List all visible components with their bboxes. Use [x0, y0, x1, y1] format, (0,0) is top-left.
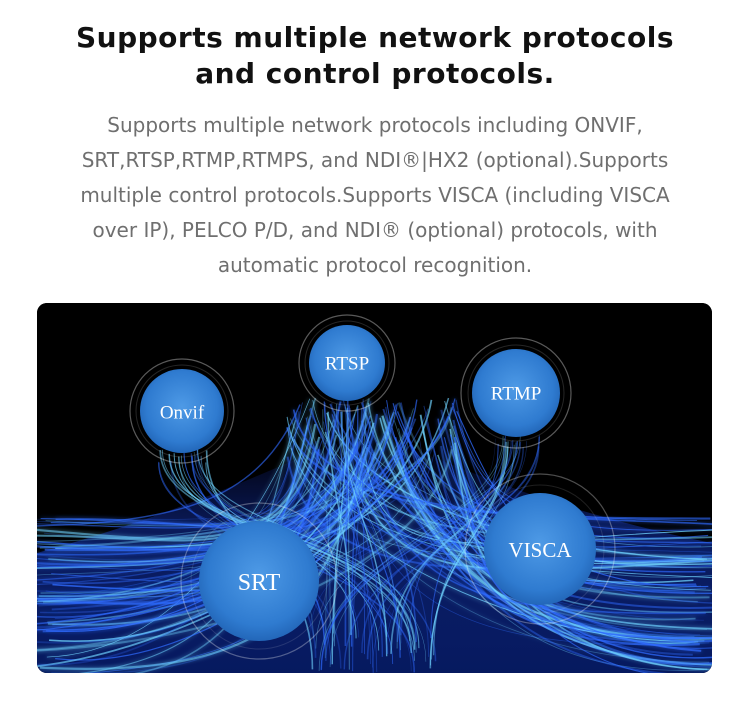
protocol-illustration: Onvif RTSP RTMP SRT VISCA [37, 303, 712, 673]
node-rtsp: RTSP [298, 314, 396, 412]
node-onvif: Onvif [129, 358, 235, 464]
description-line-4: over IP), PELCO P/D, and NDI® (optional)… [92, 218, 658, 242]
node-rtmp: RTMP [460, 337, 572, 449]
description-line-3: multiple control protocols.Supports VISC… [80, 183, 670, 207]
title-line-2: and control protocols. [195, 57, 555, 90]
node-visca: VISCA [464, 473, 616, 625]
page-title: Supports multiple network protocols and … [0, 20, 750, 92]
description-line-2: SRT,RTSP,RTMP,RTMPS, and NDI®|HX2 (optio… [81, 148, 669, 172]
node-srt: SRT [180, 502, 338, 660]
description-line-5: automatic protocol recognition. [217, 253, 533, 277]
protocol-illustration-svg: Onvif RTSP RTMP SRT VISCA [37, 303, 712, 673]
node-label-srt: SRT [238, 570, 281, 596]
title-line-1: Supports multiple network protocols [76, 21, 674, 54]
description-line-1: Supports multiple network protocols incl… [107, 113, 643, 137]
node-label-rtmp: RTMP [491, 384, 542, 405]
node-label-visca: VISCA [508, 538, 572, 562]
description: Supports multiple network protocols incl… [30, 108, 720, 283]
node-label-rtsp: RTSP [325, 354, 369, 375]
node-label-onvif: Onvif [160, 403, 205, 424]
